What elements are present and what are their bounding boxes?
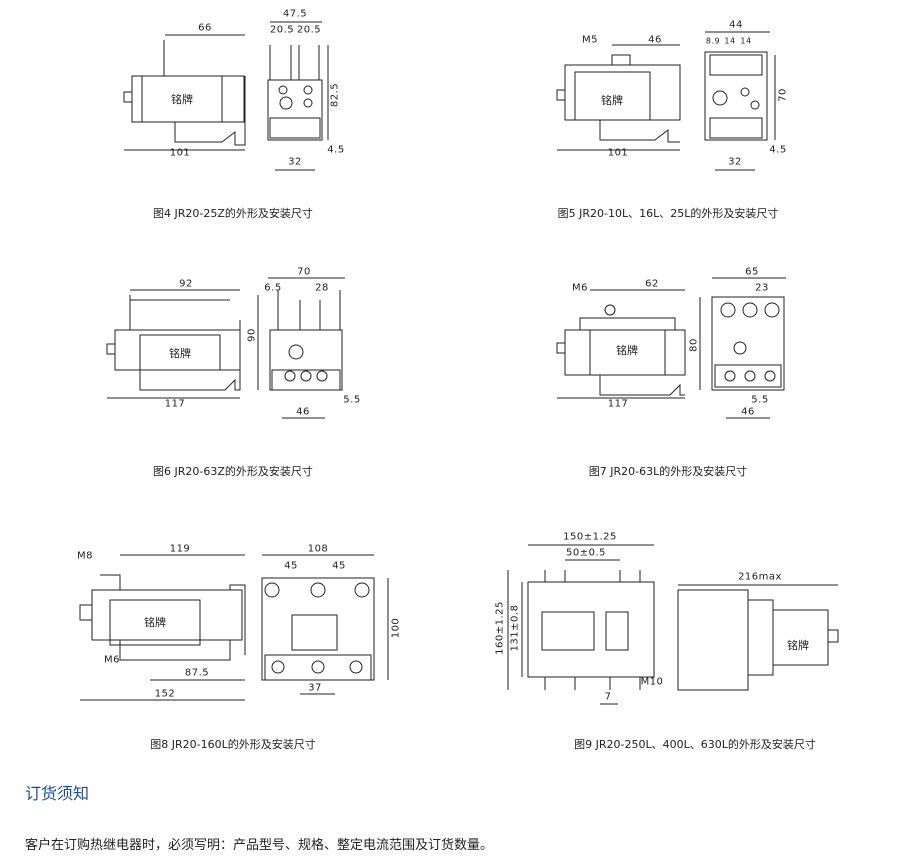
dimension-label: 6.5 xyxy=(264,282,282,294)
dimension-label: 4.5 xyxy=(327,144,345,156)
dimension-label: M5 xyxy=(582,34,598,46)
dimension-label: 20.5 xyxy=(296,24,322,36)
dimension-label: 20.5 xyxy=(269,24,295,36)
dimension-label: 5.5 xyxy=(751,394,769,406)
dimension-label: 46 xyxy=(648,34,662,46)
dimension-label: 4.5 xyxy=(769,144,787,156)
dimension-label: 32 xyxy=(288,156,302,168)
dimension-label: 101 xyxy=(607,147,629,159)
dimension-label: 101 xyxy=(169,147,191,159)
fig5-drawing xyxy=(556,31,776,171)
dimension-label: 87.5 xyxy=(184,667,210,679)
dimension-label: 28 xyxy=(315,282,329,294)
figure-caption: 图6 JR20-63Z的外形及安装尺寸 xyxy=(153,465,313,478)
nameplate-label: 铭牌 xyxy=(144,616,166,629)
dimension-label: 131±0.8 xyxy=(509,604,521,652)
dimension-label: 100 xyxy=(390,617,402,639)
dimension-label: 47.5 xyxy=(282,8,308,20)
fig4-drawing xyxy=(123,21,329,171)
dimension-label: 50±0.5 xyxy=(565,547,607,559)
section-heading: 订货须知 xyxy=(25,784,90,803)
dimension-label: 62 xyxy=(645,278,659,290)
dimension-label: 7 xyxy=(604,691,612,703)
dimension-label: 119 xyxy=(169,543,191,555)
figure-caption: 图7 JR20-63L的外形及安装尺寸 xyxy=(588,465,748,478)
nameplate-label: 铭牌 xyxy=(169,347,191,360)
figure-caption: 图4 JR20-25Z的外形及安装尺寸 xyxy=(153,207,313,220)
dimension-label: 152 xyxy=(154,688,176,700)
dimension-label: 70 xyxy=(777,88,789,102)
dimension-label: 80 xyxy=(688,338,700,352)
dimension-label: M10 xyxy=(640,676,664,688)
dimension-label: 44 xyxy=(729,19,743,31)
dimension-label: M6 xyxy=(104,654,120,666)
dimension-label: 117 xyxy=(164,398,186,410)
fig9-drawing xyxy=(507,544,839,705)
dimension-label: 37 xyxy=(308,682,322,694)
fig8-drawing xyxy=(79,554,389,701)
dimension-label: 5.5 xyxy=(343,394,361,406)
dimension-label: 150±1.25 xyxy=(563,531,617,543)
dimension-label: 14 xyxy=(740,36,752,46)
figure-caption: 图9 JR20-250L、400L、630L的外形及安装尺寸 xyxy=(574,738,816,751)
dimension-label: M8 xyxy=(77,550,93,562)
dimension-label: 8.9 xyxy=(705,36,721,46)
dimension-label: M6 xyxy=(572,282,588,294)
dimension-label: 45 xyxy=(332,560,346,572)
dimension-label: 108 xyxy=(307,543,329,555)
figure-caption: 图5 JR20-10L、16L、25L的外形及安装尺寸 xyxy=(557,207,779,220)
dimension-label: 23 xyxy=(755,282,769,294)
dimension-label: 216max xyxy=(738,571,782,583)
dimension-label: 46 xyxy=(296,406,310,418)
dimension-label: 82.5 xyxy=(329,82,341,108)
nameplate-label: 铭牌 xyxy=(171,93,193,106)
dimension-label: 92 xyxy=(179,278,193,290)
nameplate-label: 铭牌 xyxy=(601,94,623,107)
fig6-drawing xyxy=(106,277,345,419)
fig7-drawing xyxy=(556,277,786,419)
section-body-text: 客户在订购热继电器时，必须写明：产品型号、规格、整定电流范围及订货数量。 xyxy=(25,838,494,853)
dimension-label: 46 xyxy=(741,406,755,418)
dimension-label: 70 xyxy=(297,266,311,278)
dimension-label: 160±1.25 xyxy=(494,601,506,655)
dimension-label: 117 xyxy=(607,398,629,410)
nameplate-label: 铭牌 xyxy=(616,344,638,357)
dimension-label: 45 xyxy=(284,560,298,572)
dimension-label: 14 xyxy=(724,36,736,46)
dimension-label: 32 xyxy=(728,156,742,168)
figure-caption: 图8 JR20-160L的外形及安装尺寸 xyxy=(150,738,316,751)
dimension-label: 65 xyxy=(745,266,759,278)
dimension-label: 66 xyxy=(198,22,212,34)
nameplate-label: 铭牌 xyxy=(787,639,809,652)
dimension-label: 90 xyxy=(246,328,258,342)
